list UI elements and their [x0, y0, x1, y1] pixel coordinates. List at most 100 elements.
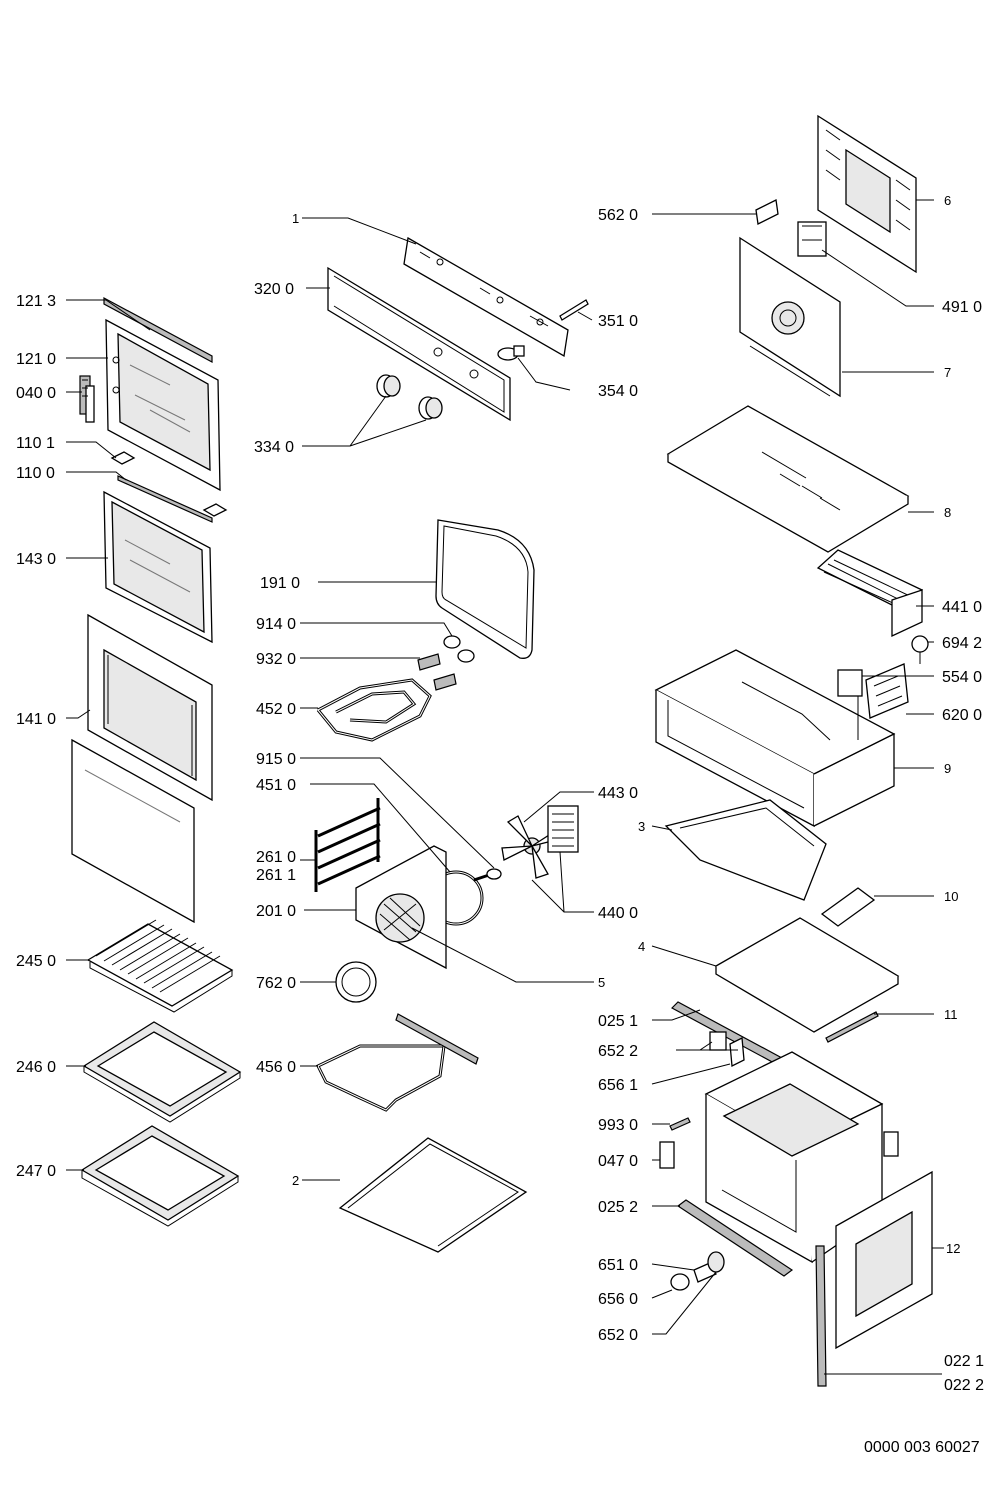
callout-201-0: 201 0 — [256, 903, 296, 920]
callout-656-0: 656 0 — [598, 1291, 638, 1308]
callout-3: 3 — [638, 819, 645, 834]
callout-110-0: 110 0 — [16, 465, 55, 482]
side-panel — [835, 1170, 933, 1350]
callout-441-0: 441 0 — [942, 599, 982, 616]
grill-heating-element — [316, 678, 432, 742]
screw — [669, 1117, 691, 1131]
heater-bushing — [443, 635, 475, 663]
leader-lines — [66, 199, 944, 1375]
callout-8: 8 — [944, 505, 951, 520]
callout-121-0: 121 0 — [16, 351, 56, 368]
top-cover — [666, 405, 910, 553]
callout-554-0: 554 0 — [942, 669, 982, 686]
oven-rack — [86, 919, 234, 1013]
callout-562-0: 562 0 — [598, 207, 638, 224]
callout-143-0: 143 0 — [16, 551, 56, 568]
fan-cover-disc — [335, 961, 377, 1003]
callout-191-0: 191 0 — [260, 575, 300, 592]
outer-door-panel — [71, 738, 195, 924]
door-spacer-block — [110, 451, 228, 517]
callout-025-1: 025 1 — [598, 1013, 638, 1030]
control-knob — [376, 374, 443, 420]
oven-base-plate — [338, 1137, 528, 1253]
callout-914-0: 914 0 — [256, 616, 296, 633]
callout-5: 5 — [598, 975, 605, 990]
callout-022-1: 022 1 — [944, 1353, 984, 1370]
callout-110-1: 110 1 — [16, 435, 55, 452]
rail-strip — [825, 1011, 879, 1043]
callout-141-0: 141 0 — [16, 711, 56, 728]
tangential-fan — [816, 549, 924, 638]
duct-cover — [820, 887, 876, 927]
fan-blade — [501, 815, 565, 879]
callout-491-0: 491 0 — [942, 299, 982, 316]
callout-443-0: 443 0 — [598, 785, 638, 802]
callout-456-0: 456 0 — [256, 1059, 296, 1076]
callout-915-0: 915 0 — [256, 751, 296, 768]
callout-246-0: 246 0 — [16, 1059, 56, 1076]
callout-354-0: 354 0 — [598, 383, 638, 400]
callout-334-0: 334 0 — [254, 439, 294, 456]
callout-261-1: 261 1 — [256, 867, 296, 884]
callout-762-0: 762 0 — [256, 975, 296, 992]
door-hinge — [79, 375, 95, 423]
callout-1: 1 — [292, 211, 299, 226]
door-inner-glass — [103, 490, 213, 644]
front-trim-rail — [671, 1001, 783, 1065]
control-panel-bracket — [403, 236, 569, 358]
callout-620-0: 620 0 — [942, 707, 982, 724]
callout-121-3: 121 3 — [16, 293, 56, 310]
lamp-cap — [670, 1273, 690, 1291]
callout-245-0: 245 0 — [16, 953, 56, 970]
bottom-heating-element — [315, 1013, 479, 1112]
callout-932-0: 932 0 — [256, 651, 296, 668]
door-trim-strip — [103, 296, 213, 364]
rear-housing-panel — [817, 114, 917, 274]
baking-tray — [82, 1021, 242, 1123]
callout-12: 12 — [946, 1241, 960, 1256]
fan-support-plate — [739, 236, 841, 398]
air-duct — [664, 799, 827, 901]
callout-6: 6 — [944, 193, 951, 208]
fan-motor-nut — [486, 868, 502, 880]
fan-cable-clip — [911, 635, 929, 664]
inner-door-frame — [105, 318, 221, 492]
callout-4: 4 — [638, 939, 645, 954]
heater-terminal — [417, 653, 457, 691]
callout-047-0: 047 0 — [598, 1153, 638, 1170]
rear-panel-cover — [355, 845, 447, 970]
door-lock-catch — [659, 1141, 675, 1169]
callout-320-0: 320 0 — [254, 281, 294, 298]
fan-motor — [547, 805, 579, 853]
callout-652-0: 652 0 — [598, 1327, 638, 1344]
outer-door-glass — [87, 613, 213, 802]
callout-452-0: 452 0 — [256, 701, 296, 718]
callout-022-2: 022 2 — [944, 1377, 984, 1394]
switch — [837, 669, 863, 697]
relay — [797, 221, 827, 257]
lamp-bulb — [707, 1251, 725, 1273]
callout-7: 7 — [944, 365, 951, 380]
callout-040-0: 040 0 — [16, 385, 56, 402]
callout-9: 9 — [944, 761, 951, 776]
document-id: 0000 003 60027 — [864, 1439, 980, 1456]
callout-2: 2 — [292, 1173, 299, 1188]
oven-door-seal — [435, 519, 535, 659]
callout-656-1: 656 1 — [598, 1077, 638, 1094]
thermal-fuse — [755, 199, 779, 225]
shelf-support-wire — [314, 798, 381, 892]
callout-651-0: 651 0 — [598, 1257, 638, 1274]
lamp-holder — [709, 1031, 745, 1068]
callout-440-0: 440 0 — [598, 905, 638, 922]
callout-247-0: 247 0 — [16, 1163, 56, 1180]
cavity-base-rail — [676, 1199, 794, 1277]
part-labels: 6 562 0 1 491 0 121 3 320 0 351 0 121 0 … — [16, 193, 984, 1394]
callout-652-2: 652 2 — [598, 1043, 638, 1060]
callout-451-0: 451 0 — [256, 777, 296, 794]
door-rod — [117, 475, 213, 523]
deep-baking-tray — [80, 1125, 240, 1227]
oven-cavity — [704, 1051, 899, 1264]
cavity-top-plate — [714, 917, 900, 1033]
callout-694-2: 694 2 — [942, 635, 982, 652]
